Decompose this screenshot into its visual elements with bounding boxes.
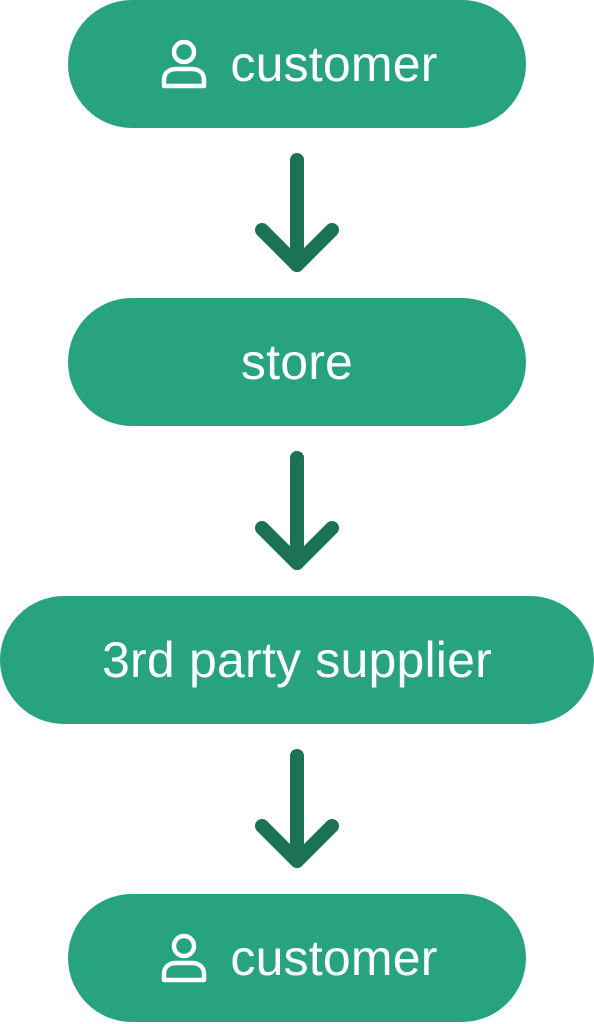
flow-node-3rd-party-supplier: 3rd party supplier xyxy=(0,596,594,724)
flow-node-customer-start: customer xyxy=(68,0,526,128)
node-label: customer xyxy=(230,930,438,986)
arrow-down-icon xyxy=(252,746,342,876)
arrow-down-icon xyxy=(252,448,342,578)
user-icon xyxy=(156,930,212,986)
node-label: store xyxy=(240,334,354,390)
flow-node-customer-end: customer xyxy=(68,894,526,1022)
node-label: customer xyxy=(230,36,438,92)
user-icon xyxy=(156,36,212,92)
flow-node-store: store xyxy=(68,298,526,426)
node-label: 3rd party supplier xyxy=(102,632,492,688)
arrow-down-icon xyxy=(252,150,342,280)
